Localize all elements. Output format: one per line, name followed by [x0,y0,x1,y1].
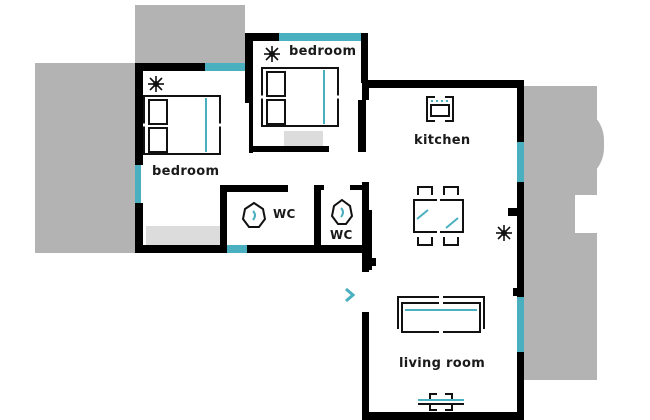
wall [362,312,369,420]
oven-icon [426,96,454,122]
window [517,297,524,352]
exterior-left [35,63,140,253]
wall [249,146,329,152]
wall [508,208,518,216]
window [517,142,524,182]
wall [314,185,324,190]
wall [366,80,524,88]
wall [350,185,366,190]
wall [135,63,143,165]
room-label-bedroom-2: bedroom [289,44,357,59]
wall [361,33,368,83]
room-label-living-room: living room [399,356,486,371]
wall [513,288,521,296]
exterior-right-notch [575,195,605,233]
wall [135,63,205,71]
wall [362,412,524,420]
wall [135,203,143,253]
sofa-icon [397,296,485,333]
wall [517,80,524,142]
exterior-right-round [570,106,604,182]
closet-bedroom-2 [284,131,323,148]
exterior-top [135,5,245,68]
window [279,33,361,41]
tv-icon [418,393,464,411]
toilet-icon [330,198,354,225]
entrance-arrow-icon [345,287,356,303]
toilet-icon [241,201,267,228]
room-label-bedroom-1: bedroom [152,164,220,179]
room-label-kitchen: kitchen [414,133,471,148]
window [205,63,245,71]
window [135,165,141,203]
snowflake-icon [496,225,512,241]
wall [362,258,376,266]
double-bed-icon [261,67,341,127]
wall [362,182,369,272]
wall [517,182,524,297]
window [227,245,247,253]
wall [249,103,253,153]
snowflake-icon [264,46,280,62]
dining-table-icon [413,186,464,246]
wall [135,245,227,253]
wall [358,100,366,152]
room-label-wc-1: WC [273,207,296,221]
double-bed-icon [143,95,223,155]
wall [362,80,369,100]
wall [247,245,367,253]
wall [366,210,372,270]
wall [314,185,321,250]
closet-bedroom-1 [146,226,220,245]
snowflake-icon [148,76,164,92]
wall [245,33,279,41]
wall [220,185,227,250]
wall [220,185,288,192]
room-label-wc-2: WC [330,228,353,242]
wall [517,352,524,420]
wall [245,33,253,103]
